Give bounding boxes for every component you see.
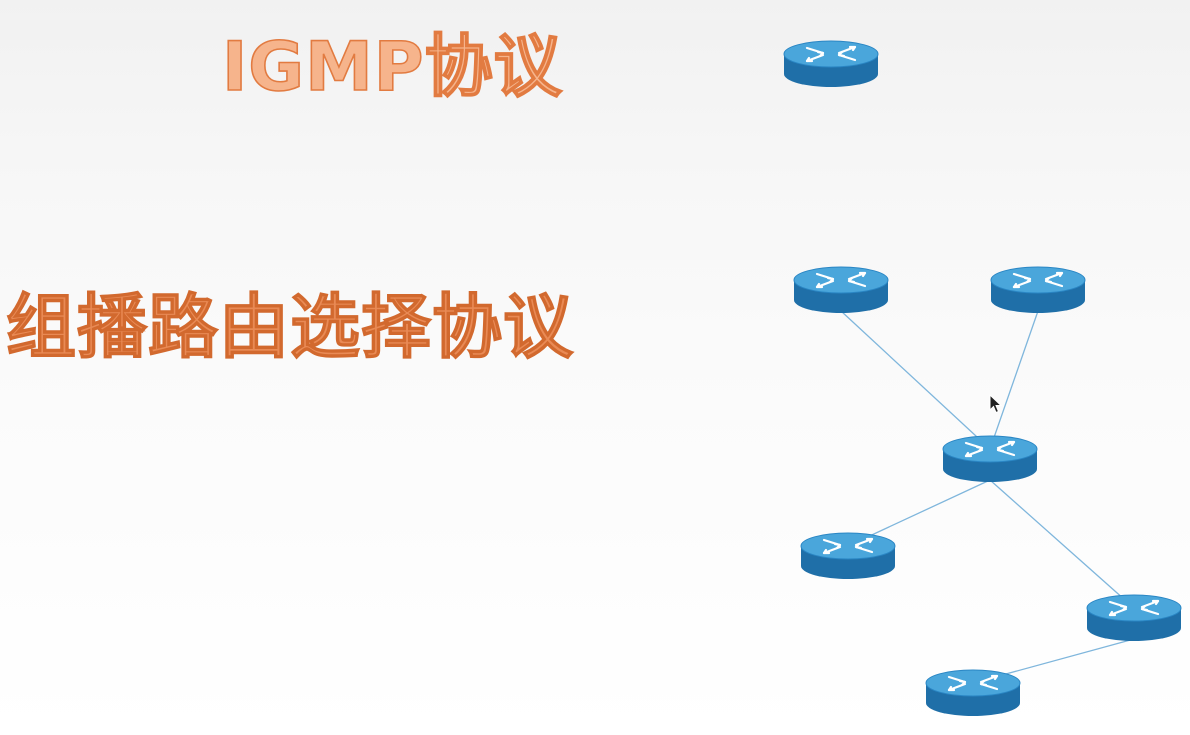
routers-layer <box>783 40 1182 716</box>
igmp-protocol-title: IGMP协议 <box>221 27 563 108</box>
router-icon <box>793 266 889 313</box>
router-icon <box>800 532 896 579</box>
link-r-right-r-center <box>989 310 1039 450</box>
router-icon <box>990 266 1086 313</box>
multicast-routing-protocol-title: 组播路由选择协议 <box>5 285 574 368</box>
router-icon <box>942 435 1038 482</box>
router-icon <box>1086 594 1182 641</box>
router-icon <box>925 669 1021 716</box>
mouse-pointer-icon <box>989 394 1003 414</box>
link-r-left-r-center <box>840 310 991 450</box>
link-r-center-r-lower-right <box>989 479 1135 609</box>
router-icon <box>783 40 879 87</box>
